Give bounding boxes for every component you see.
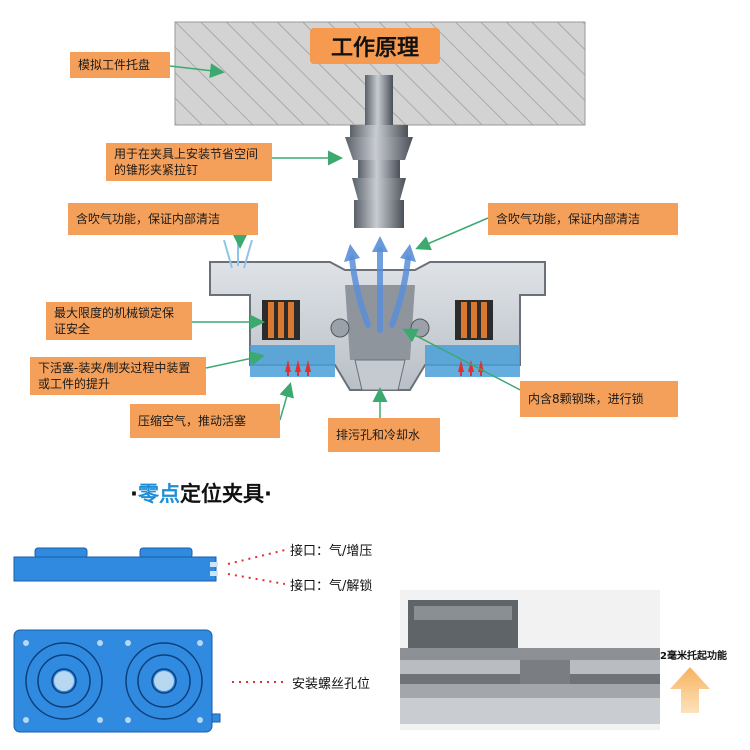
callout-air-blow-left: 含吹气功能，保证内部清洁 — [68, 203, 258, 235]
fixture-top-view — [13, 629, 221, 733]
air-flow-arrows — [349, 247, 411, 333]
fixture-side-view — [13, 547, 218, 582]
spring-left — [262, 300, 300, 340]
pull-stud — [345, 75, 413, 228]
port-boost-label: 接口：气/增压 — [290, 544, 373, 559]
callout-pull-stud: 用于在夹具上安装节省空间的锥形夹紧拉钉 — [106, 143, 272, 181]
callout-steel-balls: 内含8颗钢珠，进行锁 — [520, 381, 678, 417]
diagram-title: 工作原理 — [310, 28, 440, 64]
title-highlight: 零点 — [137, 482, 180, 506]
fixture-body — [209, 261, 546, 391]
callout-compressed-air: 压缩空气，推动活塞 — [130, 404, 280, 438]
port-unlock-label: 接口：气/解锁 — [290, 579, 373, 594]
mount-holes-label: 安装螺丝孔位 — [292, 677, 371, 692]
title-dot-left: · — [130, 482, 138, 506]
callout-mechanical-lock: 最大限度的机械锁定保证安全 — [46, 302, 192, 340]
callout-drain-hole: 排污孔和冷却水 — [328, 418, 440, 452]
spring-right — [455, 300, 493, 340]
fixture-views — [13, 547, 286, 733]
pressure-arrows — [285, 360, 484, 376]
section-title: ·零点定位夹具· — [130, 478, 272, 508]
callout-pallet: 模拟工件托盘 — [70, 52, 170, 78]
lift-photo — [400, 590, 660, 730]
title-rest: 定位夹具 — [179, 482, 264, 506]
lift-function-label: 2毫米托起功能 — [660, 651, 727, 662]
callout-lower-piston: 下活塞-装夹/制夹过程中装置或工件的提升 — [30, 357, 206, 395]
callout-air-blow-right: 含吹气功能，保证内部清洁 — [488, 203, 678, 235]
title-dot-right: · — [263, 482, 272, 506]
lift-up-arrow-icon — [670, 667, 710, 713]
